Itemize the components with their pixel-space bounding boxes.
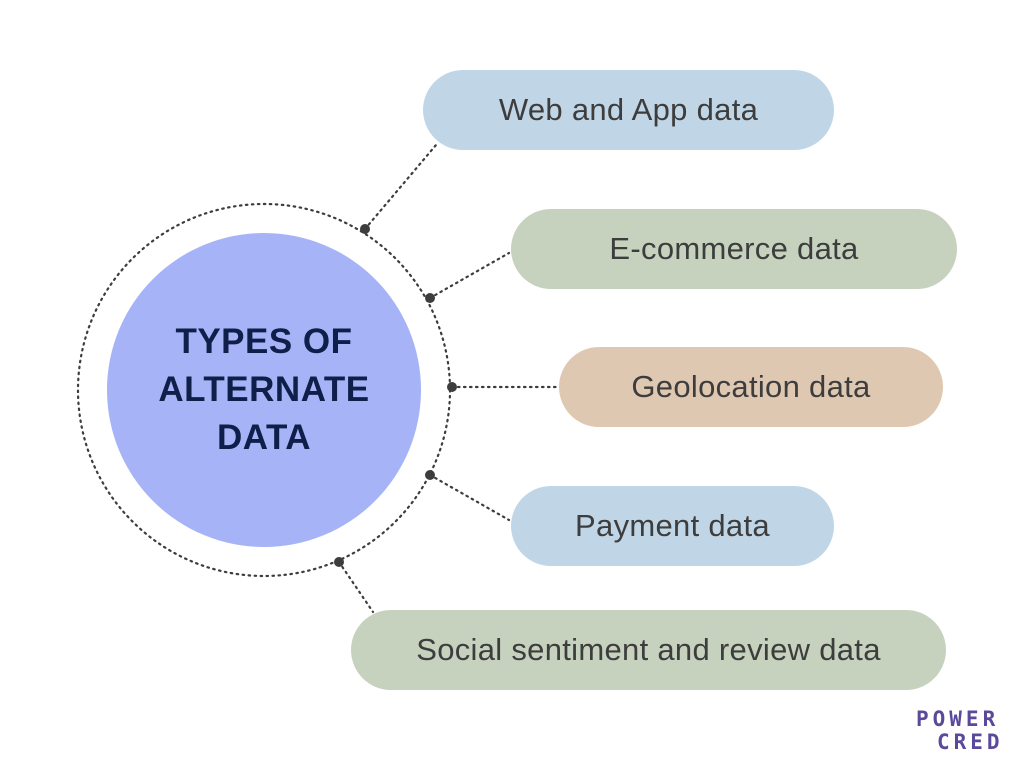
pill-label: Social sentiment and review data	[416, 632, 881, 667]
pill-geolocation-data: Geolocation data	[559, 347, 943, 427]
logo-line-1: POWER	[916, 707, 1000, 731]
pill-label: Payment data	[575, 508, 770, 543]
powercred-logo: POWER CRED	[916, 708, 1006, 754]
pill-payment-data: Payment data	[511, 486, 834, 566]
connector-social	[337, 560, 375, 614]
center-circle: TYPES OF ALTERNATE DATA	[107, 233, 421, 547]
connector-dot-ecommerce	[425, 293, 435, 303]
pill-web-app-data: Web and App data	[423, 70, 834, 150]
logo-line-2: CRED	[937, 730, 1004, 754]
pill-ecommerce-data: E-commerce data	[511, 209, 957, 289]
connector-dot-social	[334, 557, 344, 567]
pill-label: Web and App data	[498, 92, 759, 127]
connector-dot-geolocation	[447, 382, 457, 392]
connector-web-app	[363, 143, 438, 231]
diagram-title: TYPES OF ALTERNATE DATA	[158, 322, 370, 457]
pill-label: E-commerce data	[609, 231, 859, 266]
pill-label: Geolocation data	[631, 369, 871, 404]
pill-social-sentiment-data: Social sentiment and review data	[351, 610, 946, 690]
connector-ecommerce	[428, 251, 511, 300]
connector-payment	[428, 473, 511, 522]
connector-dot-web-app	[360, 224, 370, 234]
connector-dot-payment	[425, 470, 435, 480]
